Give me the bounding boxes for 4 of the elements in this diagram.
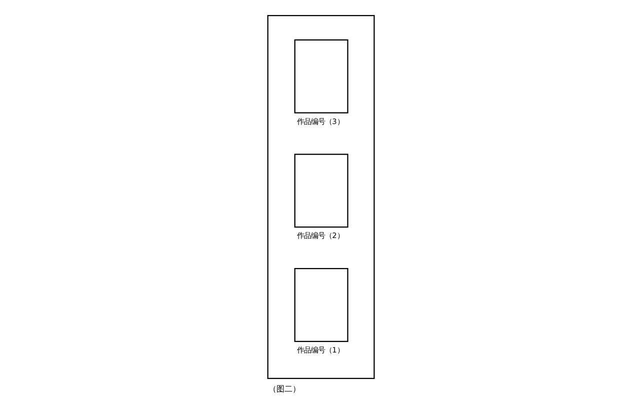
cluster [266, 14, 374, 379]
node-box [294, 39, 348, 114]
node-box [294, 154, 348, 228]
node-box [294, 268, 348, 342]
